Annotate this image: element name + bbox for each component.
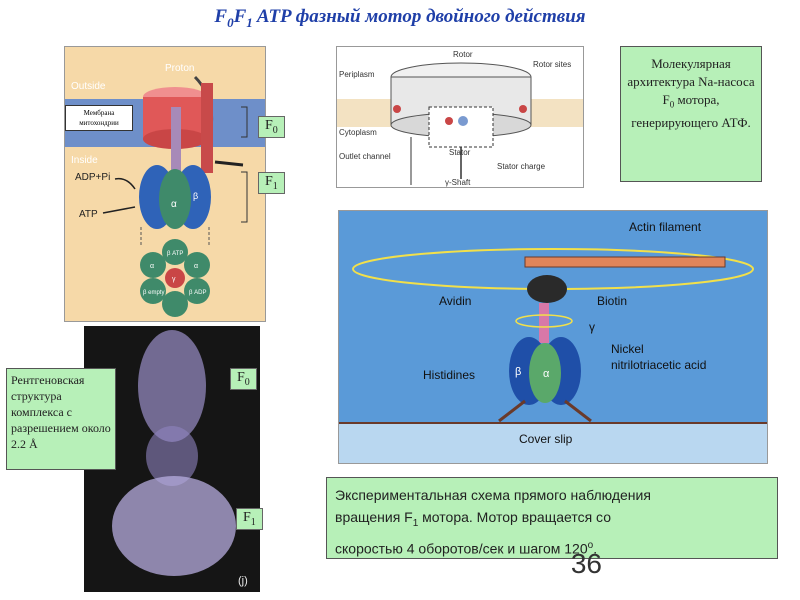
rotor-sites-label: Rotor sites: [533, 60, 571, 69]
rotor-site-mark: [458, 116, 468, 126]
small-orbit: [515, 314, 573, 328]
stator-charge-label: Stator charge: [497, 162, 546, 171]
ring-subunit-6: [140, 252, 166, 278]
gamma-label: γ: [589, 320, 595, 334]
atp-arrow: [102, 206, 136, 214]
actin-rotation-svg: Cover slip Actin filament Avidin Biotin …: [339, 211, 767, 463]
outlet-label: Outlet channel: [339, 152, 391, 161]
inside-label: Inside: [71, 155, 98, 166]
proton-out-arrow: [214, 160, 244, 167]
ring-label-1: β ATP: [167, 251, 183, 257]
alpha-label: α: [543, 368, 550, 380]
stator-label: Stator: [449, 148, 471, 157]
histidines-label: Histidines: [423, 368, 475, 382]
adp-arrow: [114, 177, 136, 190]
proton-label: Proton: [165, 63, 194, 74]
f0f1-schematic-svg: Outside Inside Proton α β ADP+Pi ATP: [65, 47, 265, 321]
xray-stalk-density: [146, 426, 198, 486]
stator-arm: [201, 83, 213, 173]
ring-label-3: γ: [172, 276, 176, 283]
rotor-stator-svg: Rotor Rotor sites Periplasm Cytoplasm St…: [337, 50, 583, 187]
gamma-shaft: [171, 107, 181, 187]
alpha-subunit: [529, 343, 561, 403]
rotor-stator-figure: Rotor Rotor sites Periplasm Cytoplasm St…: [336, 46, 584, 188]
ring-label-4: β ADP: [189, 290, 206, 296]
membrane-label: Мембрана митохондрии: [65, 105, 133, 131]
right-charge: [519, 105, 527, 113]
xray-f1-density: [112, 476, 236, 576]
experiment-description-box: Экспериментальная схема прямого наблюден…: [326, 477, 778, 559]
xray-f0-density: [138, 330, 206, 442]
nickel-label: Nickel: [611, 342, 644, 356]
avidin-blob: [527, 275, 567, 303]
histidine-leg-left: [498, 399, 526, 423]
beta-label: β: [515, 366, 521, 378]
ring-subunit-3: [184, 278, 210, 304]
atp-label: ATP: [79, 209, 98, 220]
experiment-line-1: Экспериментальная схема прямого наблюден…: [335, 487, 651, 503]
actin-figure-background: [339, 211, 767, 463]
ring-label-6: α: [150, 263, 154, 270]
xray-description-box: Рентгеновская структура комплекса с разр…: [6, 368, 116, 470]
stator-charge-mark: [445, 117, 453, 125]
actin-filament-bar: [524, 256, 726, 268]
avidin-label: Avidin: [439, 294, 471, 308]
gamma-stalk: [539, 303, 549, 343]
ring-center-gamma: [165, 268, 185, 288]
experiment-line-3: скоростью 4 оборотов/сек и шагом 120o.: [335, 539, 598, 557]
ring-label-2: α: [194, 263, 198, 270]
outside-label: Outside: [71, 81, 106, 92]
experiment-line-2: вращения F1 мотора. Мотор вращается со: [335, 509, 612, 529]
coverslip-label: Cover slip: [519, 432, 573, 446]
stator-block: [428, 106, 494, 148]
ring-subunit-4: [162, 291, 188, 317]
xray-corner-label: (j): [238, 575, 248, 587]
f1-alpha-subunit: [159, 169, 191, 229]
ring-subunit-5: [140, 278, 166, 304]
biotin-label: Biotin: [597, 294, 627, 308]
adp-label: ADP+Pi: [75, 172, 110, 183]
periplasm-label: Periplasm: [339, 70, 375, 79]
left-charge: [393, 105, 401, 113]
slide-number: 36: [570, 548, 602, 579]
actin-rotation-figure: Cover slip Actin filament Avidin Biotin …: [338, 210, 768, 464]
beta-label: β: [193, 191, 198, 201]
f1-bracket: [241, 171, 248, 223]
ring-subunit-2: [184, 252, 210, 278]
alpha-label: α: [171, 199, 177, 210]
slide-title: F0F1 ATP фазный мотор двойного действия: [214, 6, 586, 30]
cytoplasm-label: Cytoplasm: [339, 128, 377, 137]
rotor-label: Rotor: [453, 50, 473, 59]
f1-label-xray: F1: [236, 508, 263, 530]
na-pump-description-box: Молекулярная архитектура Na-насоса F0 мо…: [620, 46, 762, 182]
ring-label-5: β empty: [143, 290, 164, 296]
actin-label: Actin filament: [629, 220, 702, 234]
shaft-label: γ-Shaft: [445, 178, 471, 187]
f0-label-left: F0: [258, 116, 285, 138]
f0-bracket: [241, 106, 248, 138]
ring-subunit-1: [162, 239, 188, 265]
f1-label-left: F1: [258, 172, 285, 194]
f0-label-xray: F0: [230, 368, 257, 390]
f0f1-schematic-figure: Outside Inside Proton α β ADP+Pi ATP: [64, 46, 266, 322]
cover-slip-area: [339, 423, 767, 463]
nta-label: nitrilotriacetic acid: [611, 358, 706, 372]
histidine-leg-right: [564, 399, 592, 423]
